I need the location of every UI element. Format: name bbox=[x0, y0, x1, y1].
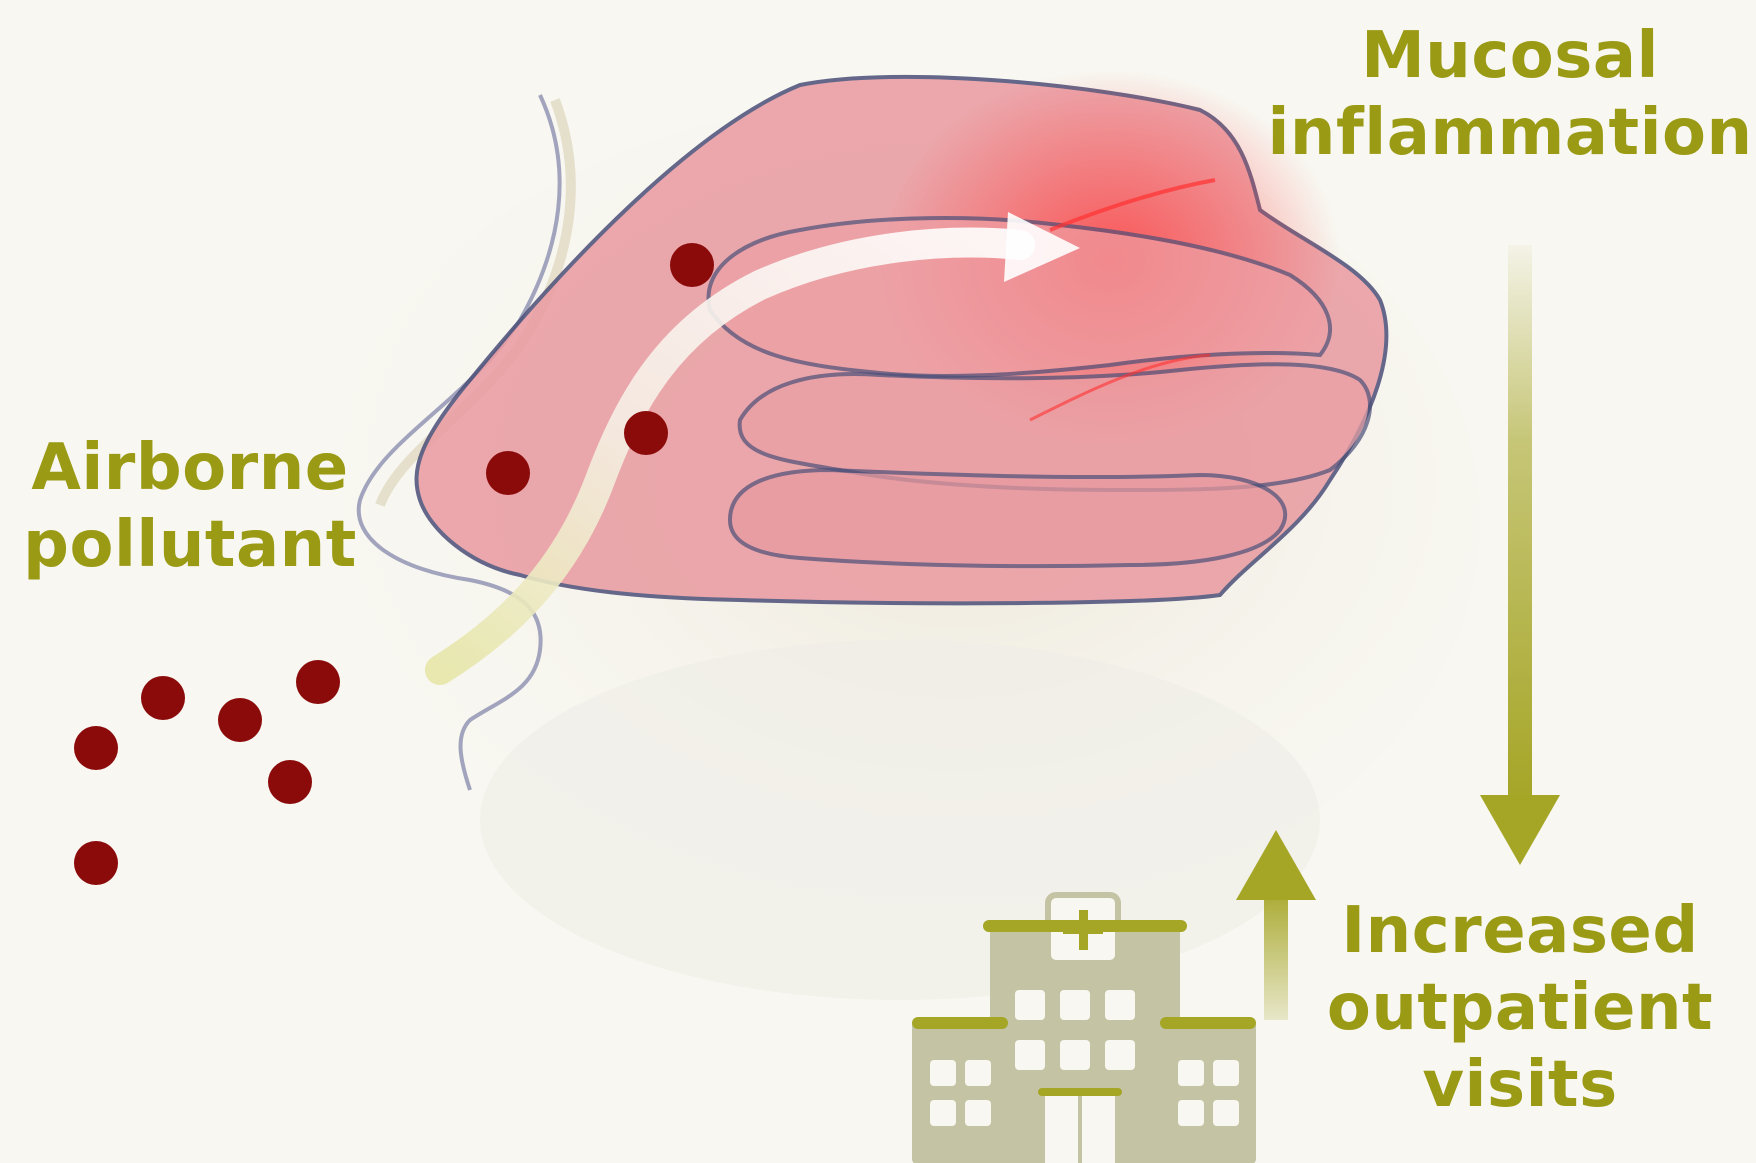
pollutant-particle-icon bbox=[218, 698, 262, 742]
pollutant-particle-icon bbox=[670, 243, 714, 287]
pollutant-particle-icon bbox=[74, 726, 118, 770]
visits-label-line: visits bbox=[1290, 1047, 1750, 1124]
pollutant-particle-icon bbox=[74, 841, 118, 885]
pollutant-label-line: Airborne bbox=[0, 430, 380, 507]
up-arrow-shaft bbox=[1264, 880, 1288, 1020]
pollutant-particle-icon bbox=[624, 411, 668, 455]
pollutant-particle-icon bbox=[268, 760, 312, 804]
visits-label-line: outpatient bbox=[1290, 970, 1750, 1047]
lower-turbinate bbox=[730, 470, 1285, 566]
inflammation-label: Mucosal inflammation bbox=[1250, 18, 1756, 172]
pollutant-label-line: pollutant bbox=[0, 507, 380, 584]
pollutant-particle-icon bbox=[486, 451, 530, 495]
pollutant-particle-icon bbox=[141, 676, 185, 720]
pollutant-label: Airborne pollutant bbox=[0, 430, 380, 584]
visits-label-line: Increased bbox=[1290, 893, 1750, 970]
down-arrow-head bbox=[1480, 795, 1560, 865]
inflammation-label-line: inflammation bbox=[1250, 95, 1756, 172]
lower-face-shadow bbox=[480, 640, 1320, 1000]
pollutant-particle-icon bbox=[296, 660, 340, 704]
down-arrow-shaft bbox=[1508, 245, 1532, 805]
inflammation-label-line: Mucosal bbox=[1250, 18, 1756, 95]
visits-label: Increased outpatient visits bbox=[1290, 893, 1750, 1123]
